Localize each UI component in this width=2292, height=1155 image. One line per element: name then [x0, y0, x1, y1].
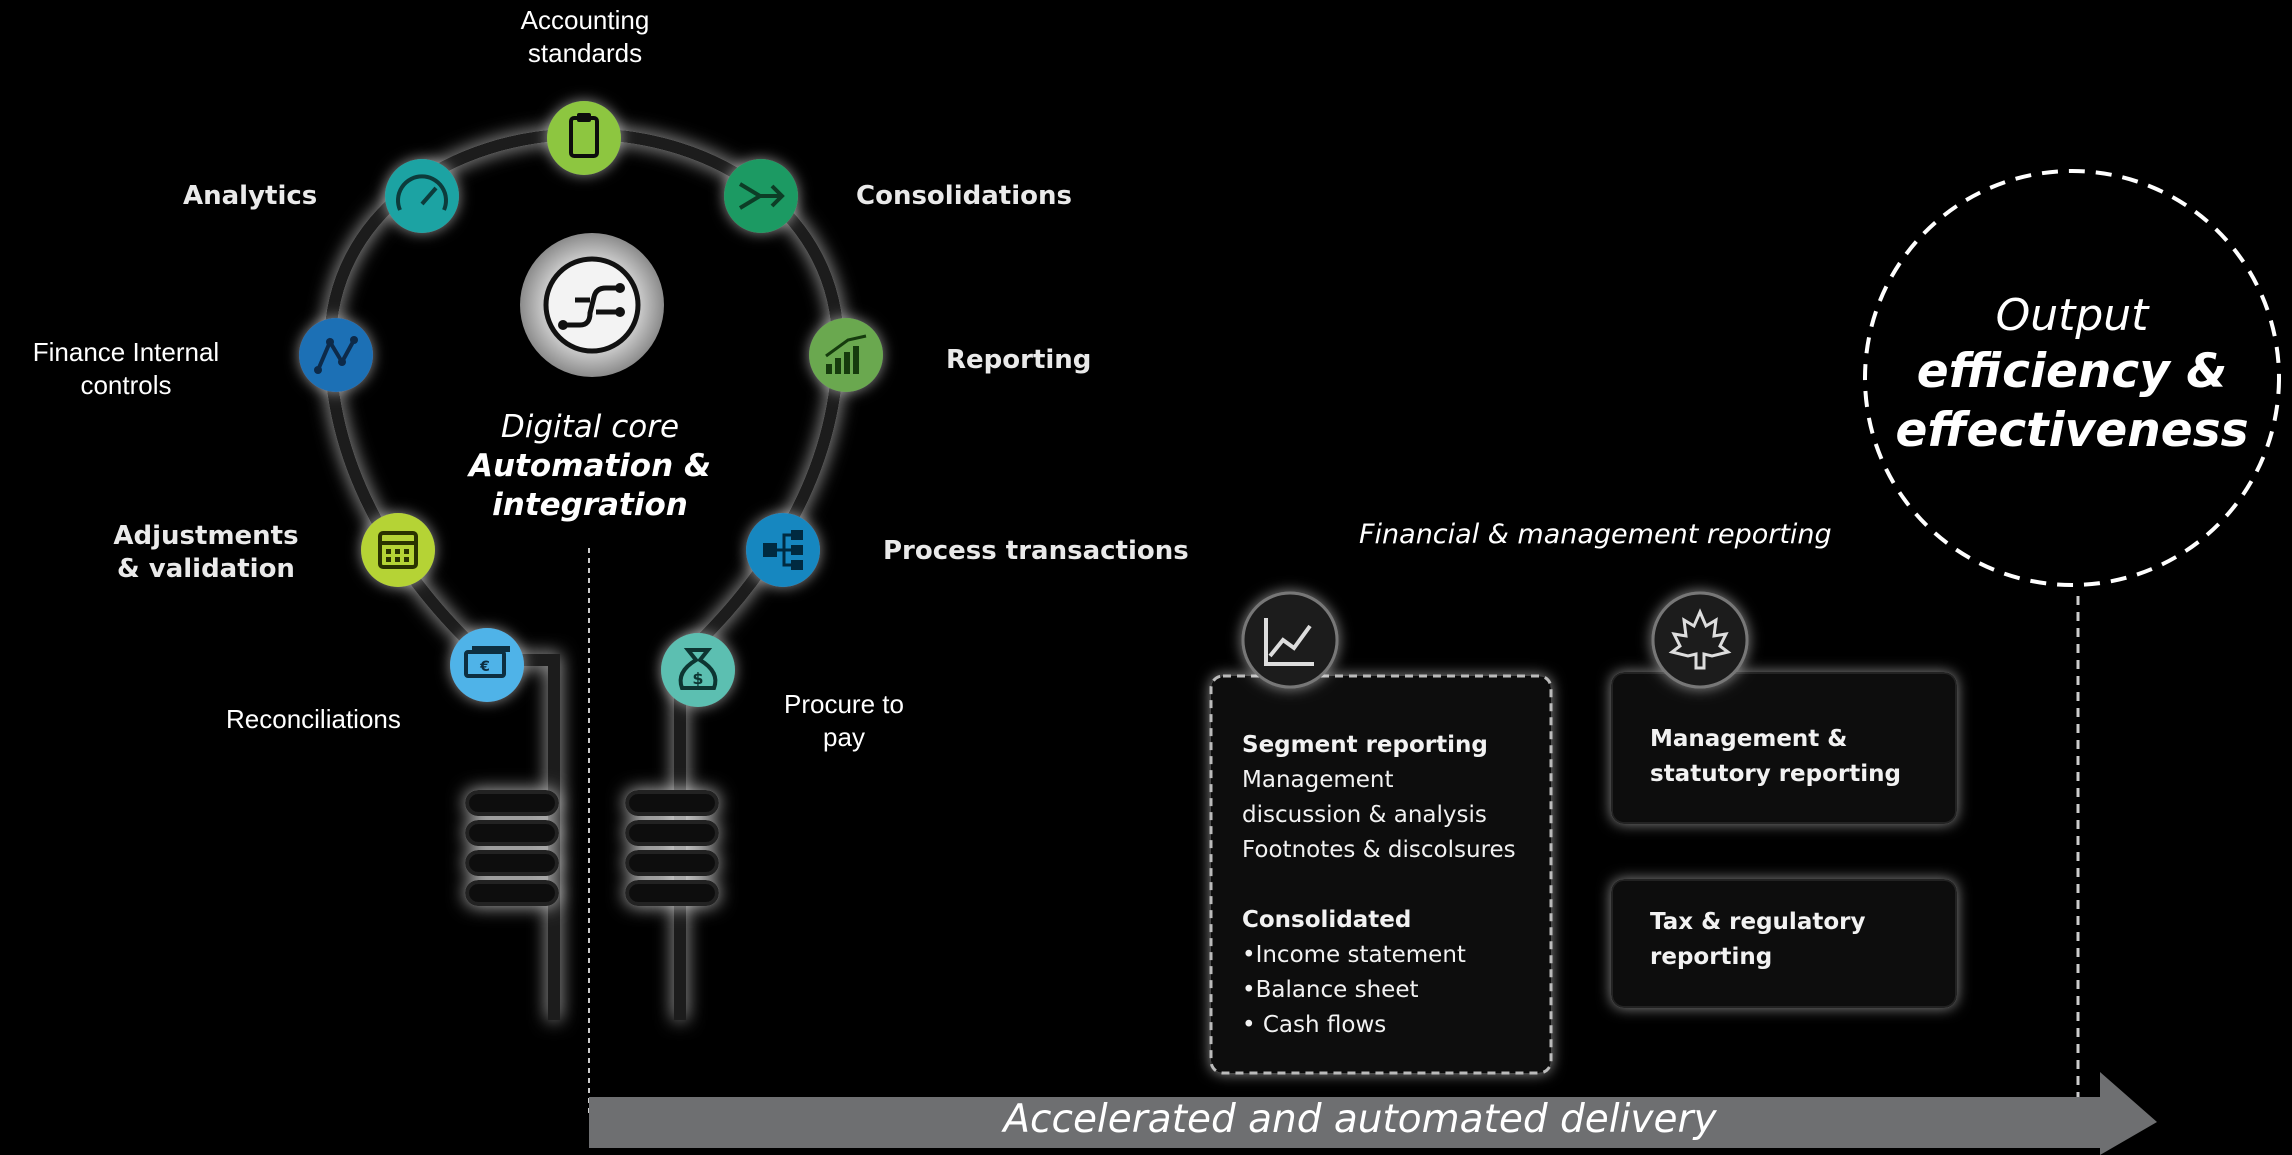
label-analytics: Analytics — [183, 181, 318, 211]
label-adjustments-validation: Adjustments & validation — [108, 520, 304, 585]
output-label: Output efficiency & effectiveness — [1882, 288, 2262, 461]
label-accounting-standards: Accounting standards — [480, 4, 690, 69]
segment-reporting-text: Segment reporting Management discussion … — [1242, 728, 1542, 1043]
speedometer-icon — [385, 159, 459, 233]
delivery-arrow — [589, 1072, 2157, 1155]
management-statutory-card — [1611, 672, 1957, 824]
card2-line-1: Management & — [1650, 726, 1848, 752]
svg-text:$: $ — [692, 669, 703, 688]
arrow-merge-icon — [724, 159, 798, 233]
delivery-label: Accelerated and automated delivery — [1003, 1097, 1717, 1142]
adjustments-line-1: Adjustments — [113, 521, 299, 551]
card2-line-2: statutory reporting — [1650, 761, 1901, 787]
accounting-line-1: Accounting — [520, 5, 650, 35]
output-line-3: effectiveness — [1895, 402, 2249, 458]
card3-line-1: Tax & regulatory — [1650, 909, 1866, 935]
management-statutory-text: Management & statutory reporting — [1650, 722, 1940, 792]
label-process-transactions: Process transactions — [883, 536, 1189, 566]
card1-line-8: • Cash flows — [1242, 1012, 1387, 1038]
card1-line-3: discussion & analysis — [1242, 802, 1487, 828]
finance-line-1: Finance Internal — [32, 337, 220, 367]
output-line-1: Output — [1995, 290, 2149, 341]
card1-line-6: •Income statement — [1242, 942, 1466, 968]
label-reconciliations: Reconciliations — [226, 704, 401, 734]
bar-chart-growth-icon — [809, 318, 883, 392]
bulb-coils-left — [465, 790, 559, 906]
card1-line-4: Footnotes & discolsures — [1242, 837, 1516, 863]
segment-reporting-card — [1209, 674, 1553, 1075]
flowchart-icon — [746, 513, 820, 587]
card3-line-2: reporting — [1650, 944, 1773, 970]
tax-regulatory-card — [1611, 879, 1957, 1008]
line-graph-icon — [299, 318, 373, 392]
core-line-1: Digital core — [500, 409, 680, 445]
card1-line-1: Segment reporting — [1242, 732, 1488, 758]
procure-line-2: pay — [823, 721, 865, 752]
procure-line-1: Procure to — [784, 689, 904, 719]
card1-line-5: Consolidated — [1242, 907, 1412, 933]
label-finance-internal-controls: Finance Internal controls — [8, 336, 244, 401]
card1-line-2: Management — [1242, 767, 1394, 793]
core-line-2: Automation & — [468, 447, 712, 484]
calendar-icon — [361, 513, 435, 587]
label-procure-to-pay: Procure to pay — [764, 688, 924, 753]
digital-core-label: Digital core Automation & integration — [440, 408, 740, 524]
line-chart-icon — [1241, 591, 1339, 689]
tax-regulatory-text: Tax & regulatory reporting — [1650, 905, 1940, 975]
label-reporting: Reporting — [946, 345, 1092, 375]
accounting-line-2: standards — [527, 37, 643, 68]
output-circle — [1863, 169, 2281, 587]
financial-reporting-title: Financial & management reporting — [1359, 519, 1832, 550]
adjustments-line-2: & validation — [117, 553, 295, 584]
euro-banknote-icon: € — [450, 628, 524, 702]
maple-leaf-icon — [1651, 591, 1749, 689]
finance-line-2: controls — [80, 369, 172, 400]
circuit-icon — [543, 256, 641, 354]
svg-text:€: € — [479, 659, 490, 675]
card1-line-7: •Balance sheet — [1242, 977, 1419, 1003]
clipboard-icon — [547, 101, 621, 175]
output-line-2: efficiency & — [1916, 344, 2228, 399]
money-bag-icon: $ — [661, 633, 735, 707]
core-line-3: integration — [492, 486, 688, 523]
label-consolidations: Consolidations — [856, 181, 1072, 211]
bulb-coils-right — [625, 790, 719, 906]
